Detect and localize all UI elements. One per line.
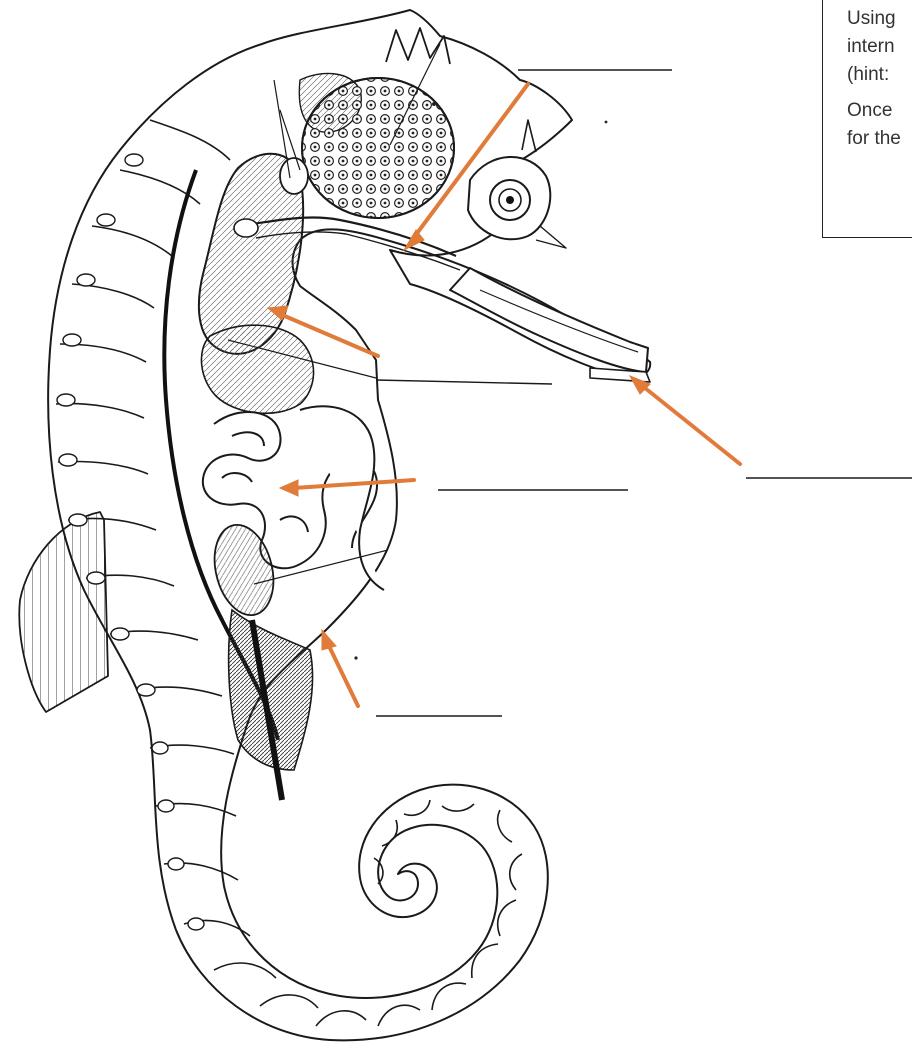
instruction-line-4: Once — [847, 97, 912, 125]
liver — [201, 325, 313, 413]
coronet — [386, 28, 450, 64]
instruction-line-3: (hint: — [847, 61, 912, 89]
internal-organs — [199, 78, 460, 800]
instruction-line-1: Using — [847, 5, 912, 33]
heart — [280, 158, 308, 194]
snout — [450, 268, 648, 372]
blank-line-2[interactable] — [376, 380, 552, 384]
instruction-line-5: for the — [847, 125, 912, 153]
instruction-line-2: intern — [847, 33, 912, 61]
egg-mass — [302, 78, 454, 218]
instructions-box: Using intern (hint: Once for the — [822, 0, 912, 238]
arrow-mouth — [630, 376, 740, 464]
arrow-pouch — [322, 630, 358, 706]
